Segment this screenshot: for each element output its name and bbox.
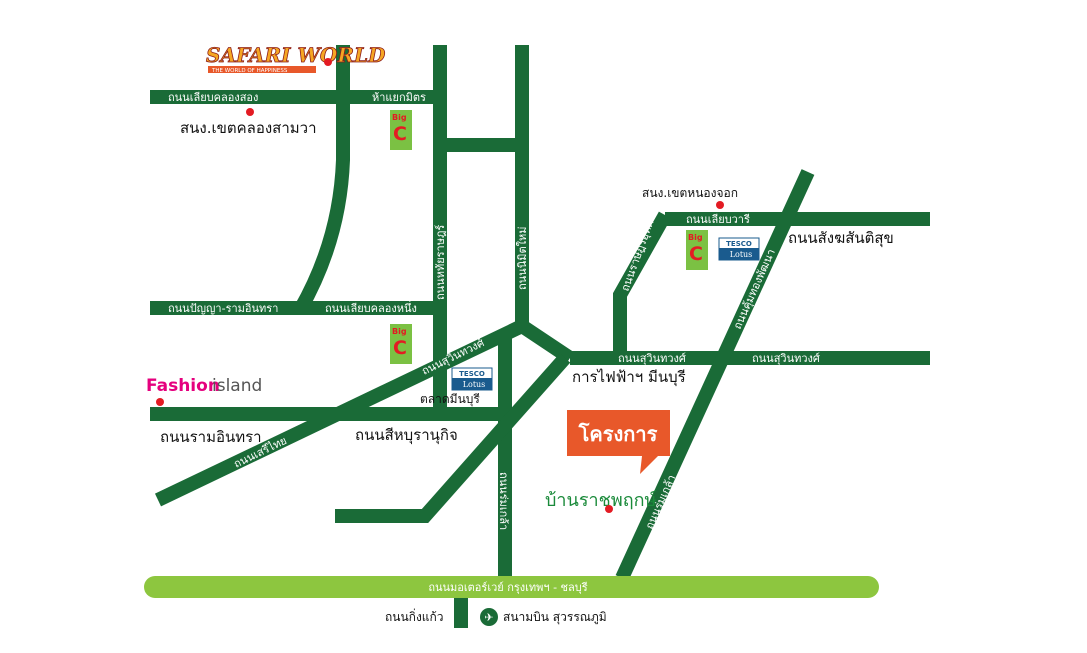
- label-ramintra: ถนนรามอินทรา: [160, 428, 262, 446]
- safari-world-dot: [324, 58, 332, 66]
- road-ram-khamhaeng: [335, 353, 571, 523]
- khlong-samwa-dot: [246, 108, 254, 116]
- big-c-text: Big: [688, 233, 703, 242]
- ban-rajapruek-wordmark: บ้านราชพฤกษ์: [545, 490, 657, 511]
- label-suvarnabhumi: สนามบิน สุวรรณภูมิ: [503, 610, 607, 625]
- label-min-buri-market: ตลาดมีนบุรี: [420, 392, 480, 407]
- ban-rajapruek-logo: บ้านราชพฤกษ์: [545, 490, 657, 513]
- tesco-lotus-logo-2: TESCO Lotus: [718, 237, 760, 261]
- tesco-text: TESCO: [726, 240, 752, 248]
- place-labels: สนง.เขตคลองสามวา สนง.เขตหนองจอก ถนนสังฆส…: [160, 108, 894, 626]
- label-khlong-samwa-office: สนง.เขตคลองสามวา: [180, 119, 317, 137]
- project-label: โครงการ: [578, 422, 658, 446]
- project-callout[interactable]: [567, 410, 670, 474]
- label-suwinthawong-mid: ถนนสุวินทวงศ์: [618, 352, 686, 365]
- label-king-kaeo: ถนนกิ่งแก้ว: [385, 608, 444, 624]
- fashion-island-logo: Fashion island: [146, 376, 262, 406]
- safari-world-tagline: THE WORLD OF HAPPINESS: [211, 68, 288, 74]
- road-suwinthawong-junction: [518, 320, 574, 364]
- lotus-text: Lotus: [730, 250, 753, 259]
- label-sihaburanukit: ถนนสีหบุรานุกิจ: [355, 426, 458, 445]
- road-rat-uthit: [613, 211, 672, 358]
- project-dot: [605, 505, 613, 513]
- label-ha-yaek-mit: ห้าแยกมิตร: [372, 91, 426, 104]
- tesco-lotus-logo-1: TESCO Lotus: [451, 367, 493, 391]
- label-liap-wari: ถนนเลียบวารี: [686, 213, 750, 226]
- safari-world-band: [208, 66, 316, 73]
- big-c-logo-1: Big C: [390, 110, 412, 150]
- safari-world-logo: SAFARI WORLD THE WORLD OF HAPPINESS: [206, 43, 387, 74]
- big-c-logo-2: Big C: [390, 324, 412, 364]
- road-network: [144, 45, 930, 628]
- label-min-buri-egat: การไฟฟ้าฯ มีนบุรี: [572, 368, 686, 387]
- fashion-island-word1: Fashion: [146, 376, 220, 396]
- big-c-text: Big: [392, 327, 407, 336]
- big-c-text: Big: [392, 113, 407, 122]
- big-c-bg: [390, 110, 412, 150]
- label-motorway: ถนนมอเตอร์เวย์ กรุงเทพฯ - ชลบุรี: [428, 581, 587, 594]
- lotus-band: [452, 378, 492, 390]
- label-sangkhom-santisuk: ถนนสังฆสันติสุข: [788, 229, 894, 248]
- project-marker[interactable]: โครงการ: [567, 410, 670, 474]
- label-liap-khlong-song: ถนนเลียบคลองสอง: [168, 91, 258, 104]
- road-khlong-samwa: [293, 45, 350, 314]
- big-c-logo-3: Big C: [686, 230, 708, 270]
- airport-icon: [480, 608, 498, 626]
- big-c-letter: C: [393, 337, 407, 359]
- label-suwinthawong-east: ถนนสุวินทวงศ์: [752, 352, 820, 365]
- label-liap-khlong-nueng: ถนนเลียบคลองหนึ่ง: [325, 300, 417, 315]
- label-hathairat: ถนนหทัยราษฎร์: [434, 225, 447, 300]
- label-nong-chok-office: สนง.เขตหนองจอก: [642, 186, 738, 200]
- fashion-island-dot: [156, 398, 164, 406]
- big-c-bg: [686, 230, 708, 270]
- road-khum-thong: [615, 169, 815, 581]
- fashion-island-word2: island: [212, 376, 262, 396]
- lotus-band: [719, 248, 759, 260]
- plane-glyph: ✈: [484, 611, 493, 624]
- big-c-letter: C: [689, 243, 703, 265]
- label-rat-uthit: ถนนราษฎร์อุทิศ: [619, 218, 657, 293]
- nong-chok-dot: [716, 201, 724, 209]
- tesco-text: TESCO: [459, 370, 485, 378]
- safari-world-wordmark: SAFARI WORLD: [206, 43, 386, 67]
- big-c-bg: [390, 324, 412, 364]
- label-nimit-mai: ถนนนิมิตใหม่: [516, 227, 529, 291]
- lotus-text: Lotus: [463, 380, 486, 389]
- label-panya-ramintra: ถนนปัญญา-รามอินทรา: [168, 302, 278, 315]
- label-romklao: ถนนร่มเกล้า: [497, 472, 510, 530]
- big-c-letter: C: [393, 123, 407, 145]
